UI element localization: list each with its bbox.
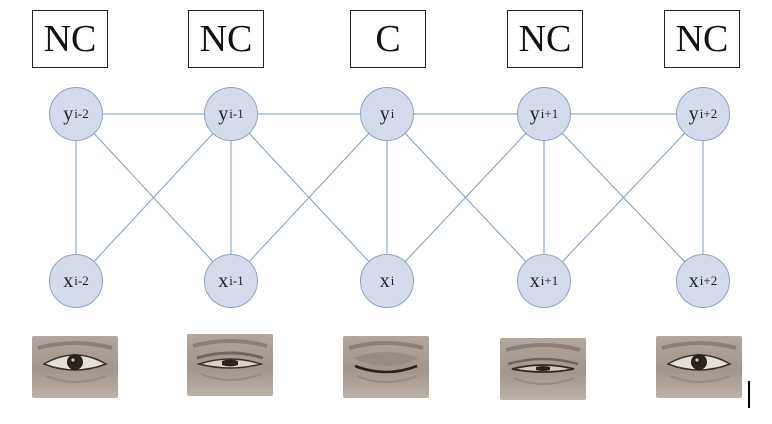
label-text: NC [199,18,253,60]
edge-y1-x0 [75,113,232,282]
node-base: y [218,102,229,125]
node-subscript: i+1 [540,273,559,288]
iris [222,359,238,367]
node-base: x [379,269,390,292]
label-text: NC [518,18,572,60]
edge-y3-x2 [386,113,545,282]
edge-y4-x3 [543,113,704,282]
closed-lid [354,364,418,374]
node-subscript: i [390,106,395,121]
eye-image-1 [32,336,118,398]
iris [691,354,707,370]
label-text: NC [675,18,729,60]
node-base: x [63,269,74,292]
node-base: y [688,102,699,125]
node-subscript: i-2 [74,106,89,121]
node-subscript: i-1 [229,273,244,288]
label-box-2: NC [188,10,264,68]
node-base: x [529,269,540,292]
iris [67,354,83,370]
label-box-5: NC [664,10,740,68]
iris [536,366,550,371]
node-base: y [379,102,390,125]
label-box-1: NC [32,10,108,68]
label-box-4: NC [507,10,583,68]
label-box-3: C [350,10,426,68]
node-subscript: i+2 [699,273,718,288]
node-base: y [529,102,540,125]
node-subscript: i [390,273,395,288]
label-text: C [375,18,401,60]
text-cursor [748,381,750,408]
node-base: x [218,269,229,292]
node-base: x [688,269,699,292]
node-subscript: i-2 [74,273,89,288]
node-base: y [63,102,74,125]
node-subscript: i+2 [699,106,718,121]
label-text: NC [43,18,97,60]
node-subscript: i-1 [229,106,244,121]
eye-image-2 [187,334,273,396]
eye-image-5 [656,336,742,398]
node-subscript: i+1 [540,106,559,121]
edge-y2-x1 [230,113,388,282]
eye-image-3 [343,336,429,398]
eye-image-4 [500,338,586,400]
